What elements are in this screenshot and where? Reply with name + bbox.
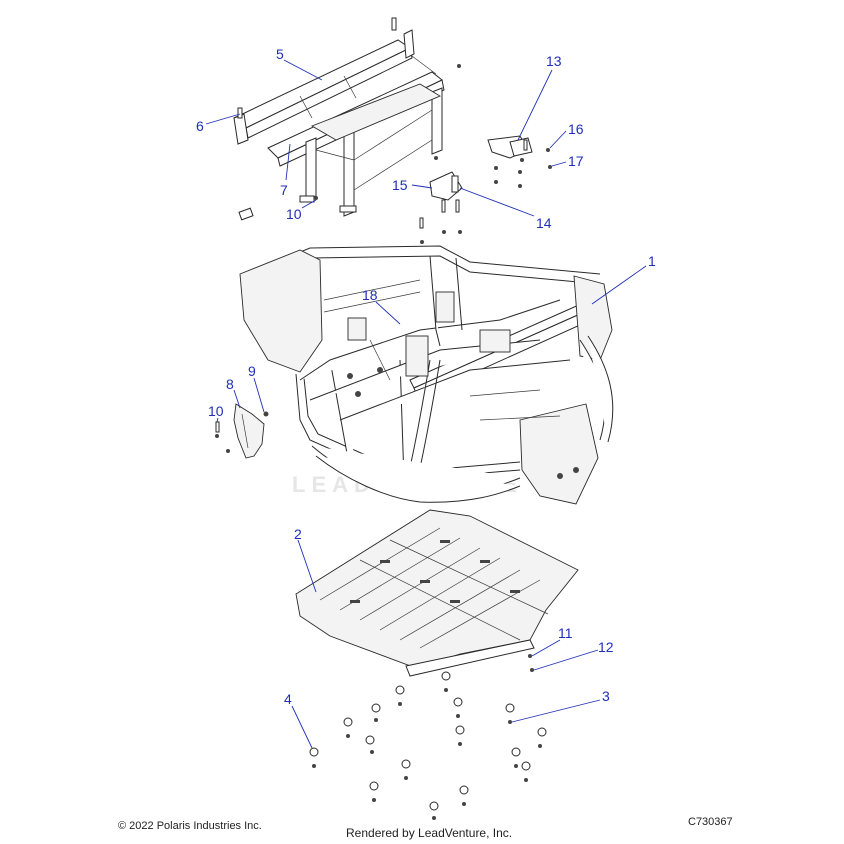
- skid-plate-fasteners: [309, 671, 547, 820]
- skid-plate: [295, 509, 579, 677]
- callout-17: 17: [568, 153, 584, 169]
- callout-14: 14: [536, 215, 552, 231]
- callout-labels: 1 2 3 4 5 6 7 8 9 10 10 11 12 13 14 15 1…: [196, 46, 656, 707]
- callout-2: 2: [294, 526, 302, 542]
- callout-3: 3: [602, 688, 610, 704]
- cargo-rack-assembly: [233, 17, 461, 221]
- drawing-number: C730367: [688, 816, 733, 828]
- callout-7: 7: [280, 182, 288, 198]
- callout-1: 1: [648, 253, 656, 269]
- callout-12: 12: [598, 639, 614, 655]
- side-bracket: [215, 403, 269, 459]
- callout-13: 13: [546, 53, 562, 69]
- callout-15: 15: [392, 177, 408, 193]
- callout-18: 18: [362, 287, 378, 303]
- leader-lines: [205, 59, 647, 749]
- callout-8: 8: [226, 376, 234, 392]
- callout-5: 5: [276, 46, 284, 62]
- callout-10-lower: 10: [208, 403, 224, 419]
- callout-4: 4: [284, 691, 292, 707]
- mount-brackets: [419, 135, 552, 244]
- callout-9: 9: [248, 363, 256, 379]
- callout-6: 6: [196, 118, 204, 134]
- callout-11: 11: [558, 625, 573, 641]
- callout-10-upper: 10: [286, 206, 302, 222]
- main-frame: [239, 245, 614, 505]
- copyright-text: © 2022 Polaris Industries Inc.: [118, 820, 262, 832]
- callout-16: 16: [568, 121, 584, 137]
- rendered-by-text: Rendered by LeadVenture, Inc.: [346, 826, 513, 840]
